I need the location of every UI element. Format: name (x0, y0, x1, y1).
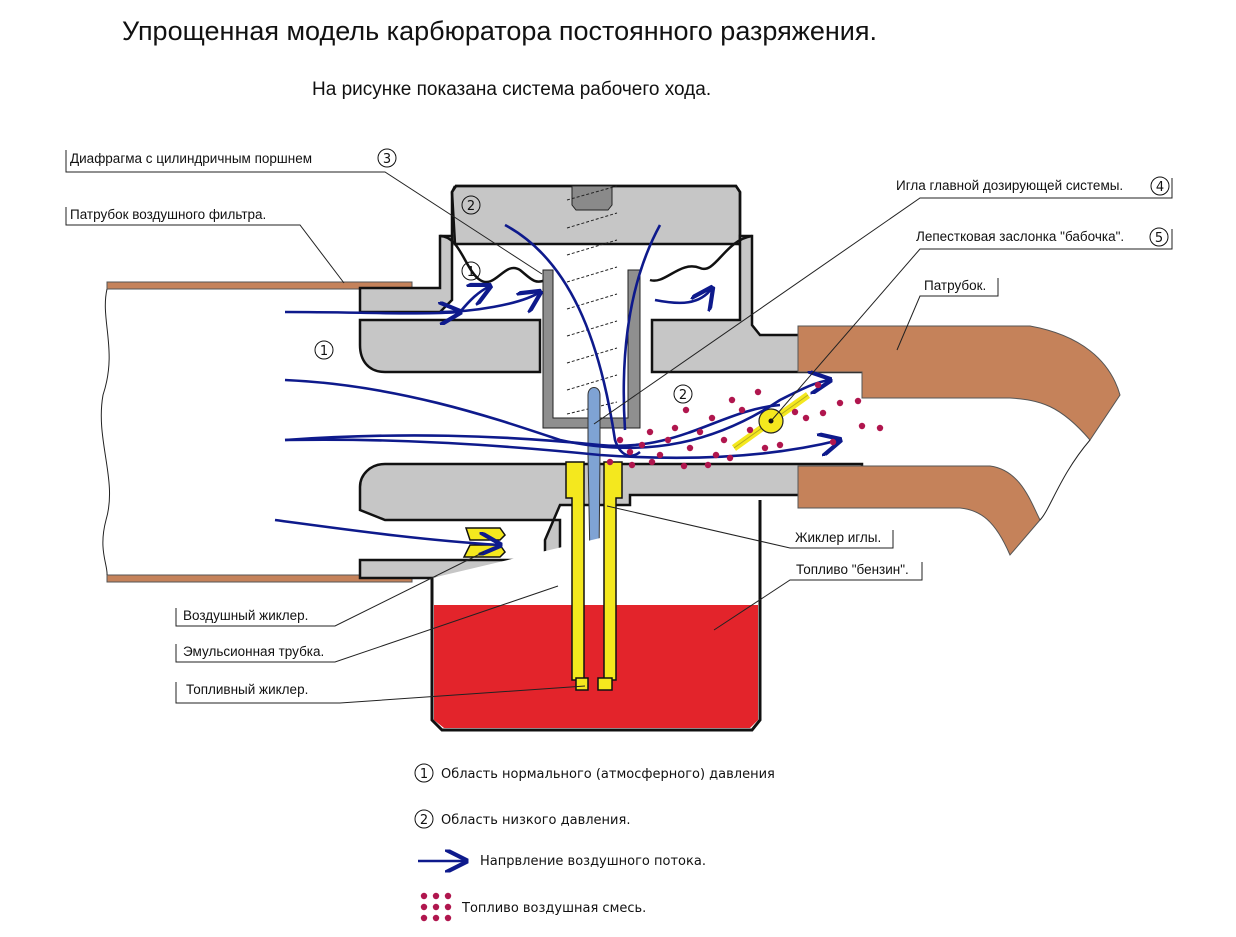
mixture-dot (626, 448, 634, 456)
legend-dot (420, 914, 428, 922)
mixture-dot (776, 441, 784, 449)
vacuum-chamber (450, 184, 742, 246)
mixture-dot (682, 406, 690, 414)
legend-item-low-pressure: 2 Область низкого давления. (414, 809, 630, 829)
mixture-dot (726, 454, 734, 462)
mixture-dot (814, 381, 822, 389)
label-needle-jet: Жиклер иглы. (795, 530, 881, 545)
zone-2-marker-venturi: 2 (679, 388, 687, 403)
mixture-dot (704, 461, 712, 469)
label-fuel: Топливо "бензин". (796, 562, 909, 577)
diaphragm (439, 234, 753, 284)
mixture-dot (876, 424, 884, 432)
legend-dot (444, 914, 452, 922)
mixture-dot (616, 436, 624, 444)
page-title: Упрощенная модель карбюратора постоянног… (122, 16, 877, 46)
mixture-dot (802, 414, 810, 422)
float-bowl (430, 500, 762, 732)
label-air-filter-pipe: Патрубок воздушного фильтра. (70, 207, 266, 222)
legend-dot (444, 903, 452, 911)
callouts: Диафрагма с цилиндричным поршнем 3 Патру… (65, 148, 1173, 704)
label-emulsion-tube: Эмульсионная трубка. (183, 644, 324, 659)
mixture-dot (628, 461, 636, 469)
mixture-dot (854, 397, 862, 405)
fuel-level (434, 605, 758, 728)
legend-dot (432, 903, 440, 911)
label-needle-num: 4 (1156, 180, 1164, 195)
zone-markers: 1 1 2 2 (314, 195, 693, 404)
label-diaphragm: Диафрагма с цилиндричным поршнем (70, 151, 312, 166)
jet-assembly (462, 461, 623, 691)
label-outlet-pipe: Патрубок. (924, 278, 986, 293)
legend-dot (432, 914, 440, 922)
legend-text-1: Область нормального (атмосферного) давле… (441, 767, 775, 782)
mixture-dot (664, 436, 672, 444)
mixture-dot (746, 426, 754, 434)
air-flow-lines (274, 223, 840, 545)
legend: 1 Область нормального (атмосферного) дав… (414, 763, 775, 922)
legend-item-normal-pressure: 1 Область нормального (атмосферного) дав… (414, 763, 775, 783)
outlet-pipe (797, 325, 1121, 556)
mixture-dot (791, 408, 799, 416)
dots-icon (420, 892, 452, 922)
zone-1-marker: 1 (320, 344, 328, 359)
legend-dot (444, 892, 452, 900)
mixture-dot (829, 438, 837, 446)
legend-text-3: Напрвление воздушного потока. (480, 854, 706, 869)
legend-dot (420, 903, 428, 911)
legend-text-2: Область низкого давления. (441, 813, 630, 828)
mixture-dot (836, 399, 844, 407)
mixture-dot (858, 422, 866, 430)
mixture-dot (720, 436, 728, 444)
legend-item-air-flow: Напрвление воздушного потока. (418, 854, 706, 869)
zone-1-marker-chamber: 1 (467, 265, 475, 280)
legend-text-4: Топливо воздушная смесь. (461, 901, 646, 916)
mixture-dot (638, 441, 646, 449)
label-throttle: Лепестковая заслонка "бабочка". (916, 229, 1124, 244)
label-needle: Игла главной дозирующей системы. (896, 178, 1123, 193)
mixture-dot (761, 444, 769, 452)
legend-marker-2: 2 (420, 813, 428, 828)
legend-dot (420, 892, 428, 900)
mixture-dot (754, 388, 762, 396)
legend-item-mixture: Топливо воздушная смесь. (420, 892, 646, 922)
mixture-dot (686, 444, 694, 452)
mixture-dot (606, 458, 614, 466)
legend-dot (432, 892, 440, 900)
mixture-dot (680, 462, 688, 470)
fuel-mixture-dots (606, 381, 884, 470)
mixture-dot (656, 451, 664, 459)
label-fuel-jet: Топливный жиклер. (186, 682, 308, 697)
mixture-dot (646, 428, 654, 436)
mixture-dot (738, 406, 746, 414)
page-subtitle: На рисунке показана система рабочего ход… (312, 79, 711, 100)
mixture-dot (696, 428, 704, 436)
label-air-jet: Воздушный жиклер. (183, 608, 308, 623)
mixture-dot (648, 458, 656, 466)
mixture-dot (819, 409, 827, 417)
mixture-dot (708, 414, 716, 422)
mixture-dot (712, 451, 720, 459)
zone-2-marker-chamber: 2 (467, 199, 475, 214)
mixture-dot (728, 396, 736, 404)
label-diaphragm-num: 3 (383, 152, 391, 167)
legend-marker-1: 1 (420, 767, 428, 782)
mixture-dot (671, 424, 679, 432)
label-throttle-num: 5 (1155, 231, 1163, 246)
